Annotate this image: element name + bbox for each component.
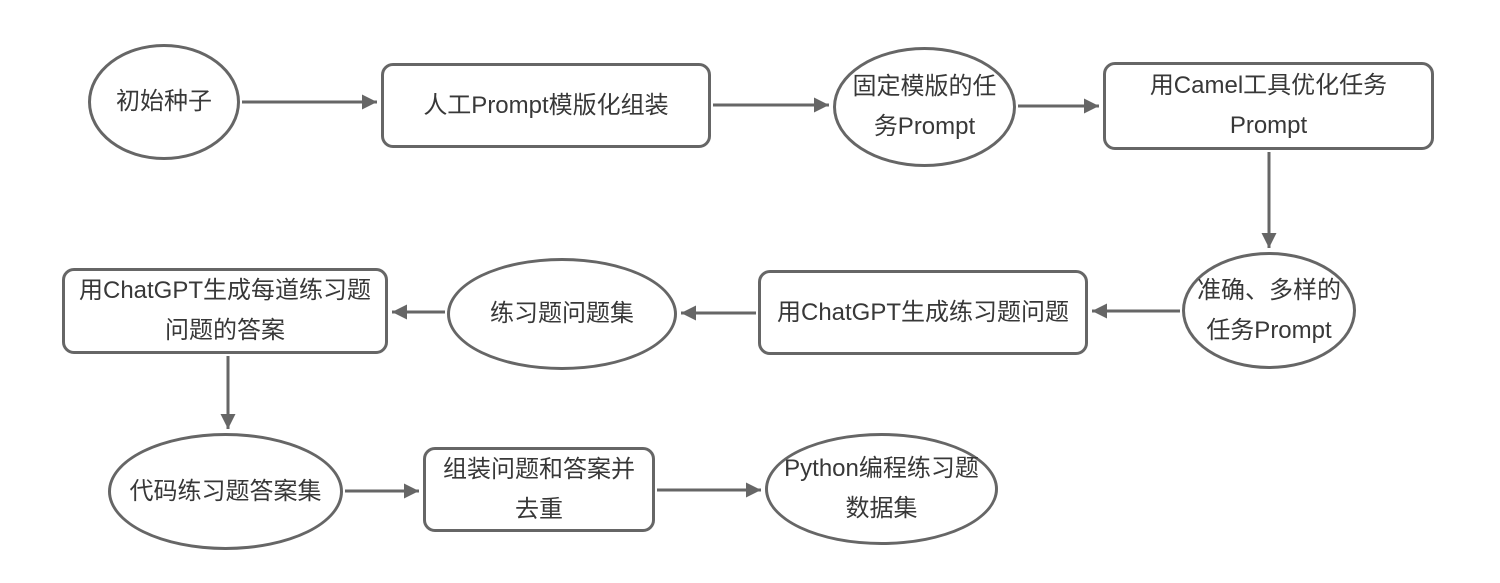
node-label: 用ChatGPT生成练习题问题 (776, 298, 1070, 326)
node-accurate-diverse-prompt: 准确、多样的 任务Prompt (1182, 252, 1356, 369)
node-generate-answers: 用ChatGPT生成每道练习题 问题的答案 (62, 268, 388, 354)
node-label: 代码练习题答案集 (129, 477, 322, 505)
node-label: 初始种子 (116, 88, 212, 115)
node-answer-set: 代码练习题答案集 (108, 433, 343, 550)
node-python-dataset: Python编程练习题 数据集 (765, 433, 998, 545)
node-camel-optimize: 用Camel工具优化任务 Prompt (1103, 62, 1434, 150)
node-label: 练习题问题集 (490, 300, 634, 327)
node-assemble-dedupe: 组装问题和答案并 去重 (423, 447, 655, 532)
node-label: 用ChatGPT生成每道练习题 问题的答案 (78, 277, 372, 344)
node-label: 准确、多样的 任务Prompt (1197, 276, 1341, 344)
node-question-set: 练习题问题集 (447, 258, 677, 370)
node-label: 组装问题和答案并 去重 (443, 455, 635, 523)
node-fixed-template-prompt: 固定模版的任 务Prompt (833, 47, 1016, 167)
node-label: 人工Prompt模版化组装 (423, 91, 669, 119)
node-label: 固定模版的任 务Prompt (852, 73, 997, 140)
node-initial-seed: 初始种子 (88, 44, 240, 160)
node-label: 用Camel工具优化任务 Prompt (1149, 72, 1388, 139)
node-generate-questions: 用ChatGPT生成练习题问题 (758, 270, 1088, 355)
node-manual-prompt-assembly: 人工Prompt模版化组装 (381, 63, 711, 148)
node-label: Python编程练习题 数据集 (784, 455, 979, 522)
